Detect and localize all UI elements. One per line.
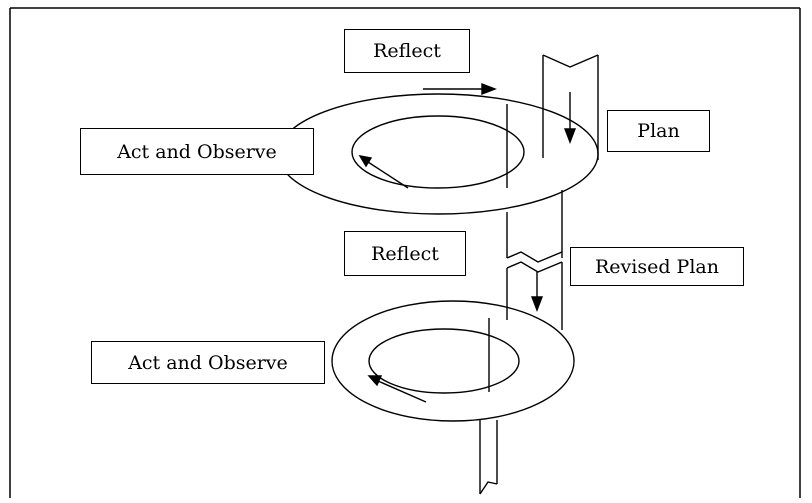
stem-break-lower: [506, 261, 563, 273]
act-and-observe-label-top: Act and Observe: [80, 128, 314, 175]
reflect-arrow-top-head: [481, 82, 497, 96]
top-ring-outer: [277, 93, 599, 215]
revised-plan-label: Revised Plan: [570, 247, 744, 286]
reflect-label-bottom: Reflect: [344, 231, 466, 276]
bottom-ring-outer: [331, 300, 575, 422]
act-arrow-top-shaft: [367, 161, 409, 189]
act-arrow-bottom-head: [367, 375, 383, 387]
reflect-label-top: Reflect: [344, 29, 470, 73]
plan-label: Plan: [607, 110, 710, 152]
act-arrow-top-head: [358, 155, 373, 168]
flow-arrows: [358, 82, 577, 403]
top-strip-notch: [542, 54, 599, 68]
revised-plan-arrow-head: [530, 296, 544, 312]
act-arrow-bottom-shaft: [377, 380, 427, 403]
stem-break-upper: [506, 251, 563, 263]
bottom-ring-inner: [368, 328, 520, 394]
top-ring-inner: [351, 115, 525, 189]
act-and-observe-label-bottom: Act and Observe: [91, 341, 325, 384]
plan-arrow-head: [563, 128, 577, 144]
tail-end-notch: [479, 481, 498, 495]
